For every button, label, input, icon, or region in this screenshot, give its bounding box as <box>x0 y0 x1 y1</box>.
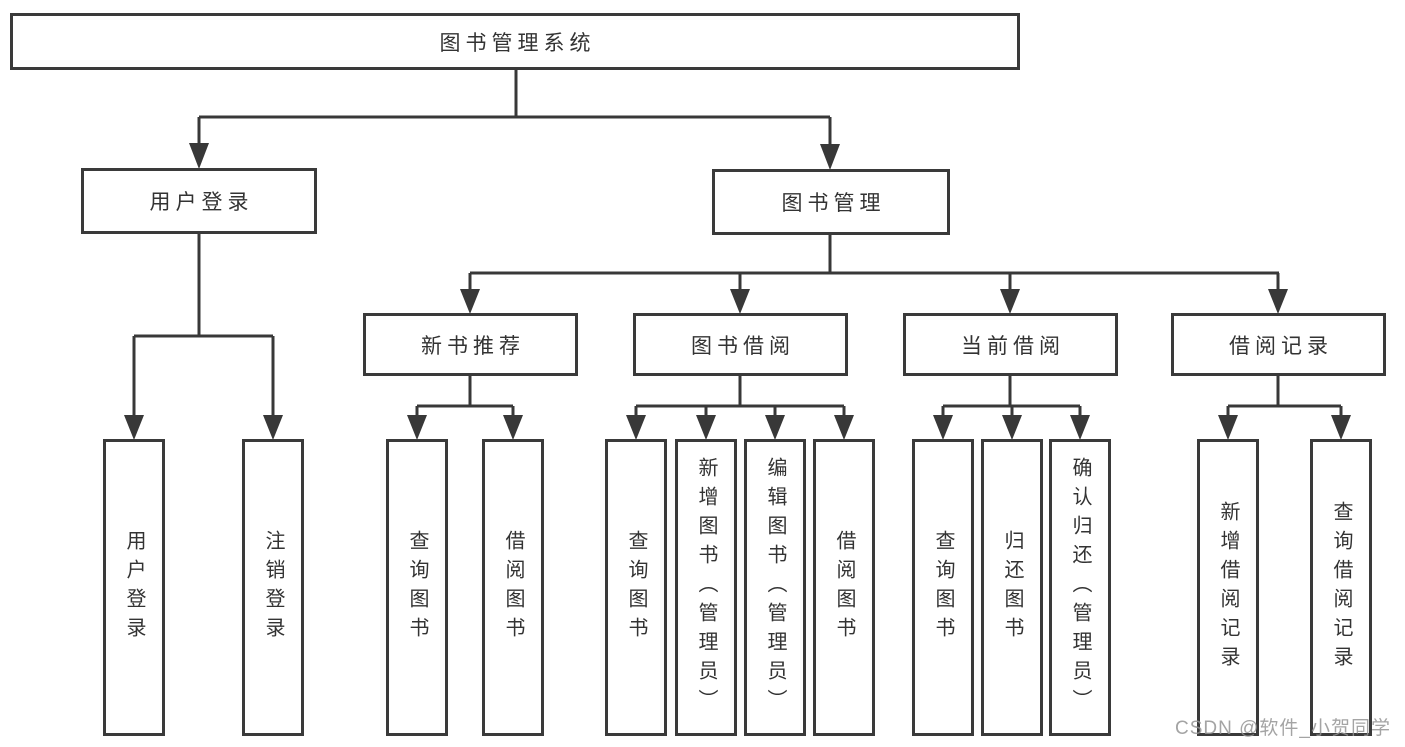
leaf-user-login-label: 用户登录 <box>123 529 145 646</box>
node-user-login: 用户登录 <box>81 168 317 234</box>
node-current-borrowing-label: 当前借阅 <box>961 334 1065 358</box>
node-book-borrowing: 图书借阅 <box>633 313 848 376</box>
leaf-confirm-return-admin: 确认归还（管理员） <box>1049 439 1111 736</box>
leaf-logout-label: 注销登录 <box>262 529 284 646</box>
node-current-borrowing: 当前借阅 <box>903 313 1118 376</box>
leaf-borrow-books-recommend-label: 借阅图书 <box>502 529 524 646</box>
node-new-book-recommend: 新书推荐 <box>363 313 578 376</box>
leaf-query-borrow-record-label: 查询借阅记录 <box>1330 500 1352 675</box>
leaf-borrow-books-borrowing-label: 借阅图书 <box>833 529 855 646</box>
node-borrowing-records-label: 借阅记录 <box>1229 334 1333 358</box>
node-user-login-label: 用户登录 <box>149 191 254 214</box>
leaf-borrow-books-borrowing: 借阅图书 <box>813 439 875 736</box>
node-borrowing-records: 借阅记录 <box>1171 313 1386 376</box>
leaf-return-books: 归还图书 <box>981 439 1043 736</box>
leaf-add-borrow-record: 新增借阅记录 <box>1197 439 1259 736</box>
leaf-add-books-admin: 新增图书（管理员） <box>675 439 737 736</box>
leaf-query-books-current: 查询图书 <box>912 439 974 736</box>
leaf-user-login: 用户登录 <box>103 439 165 736</box>
leaf-query-books-current-label: 查询图书 <box>932 529 954 646</box>
leaf-query-books-recommend: 查询图书 <box>386 439 448 736</box>
leaf-edit-books-admin-label: 编辑图书（管理员） <box>764 457 786 718</box>
node-new-book-recommend-label: 新书推荐 <box>421 334 525 358</box>
leaf-add-books-admin-label: 新增图书（管理员） <box>695 457 717 718</box>
csdn-watermark: CSDN @软件_小贺同学 <box>1175 718 1391 739</box>
leaf-add-borrow-record-label: 新增借阅记录 <box>1217 500 1239 675</box>
leaf-edit-books-admin: 编辑图书（管理员） <box>744 439 806 736</box>
leaf-query-books-recommend-label: 查询图书 <box>406 529 428 646</box>
node-book-management: 图书管理 <box>712 169 950 235</box>
node-root-system: 图书管理系统 <box>10 13 1020 70</box>
leaf-return-books-label: 归还图书 <box>1001 529 1023 646</box>
leaf-borrow-books-recommend: 借阅图书 <box>482 439 544 736</box>
node-book-borrowing-label: 图书借阅 <box>691 334 795 358</box>
node-root-label: 图书管理系统 <box>439 31 596 55</box>
leaf-query-books-borrowing: 查询图书 <box>605 439 667 736</box>
leaf-query-books-borrowing-label: 查询图书 <box>625 529 647 646</box>
leaf-logout: 注销登录 <box>242 439 304 736</box>
leaf-query-borrow-record: 查询借阅记录 <box>1310 439 1372 736</box>
node-book-management-label: 图书管理 <box>781 192 886 215</box>
leaf-confirm-return-admin-label: 确认归还（管理员） <box>1069 457 1091 718</box>
